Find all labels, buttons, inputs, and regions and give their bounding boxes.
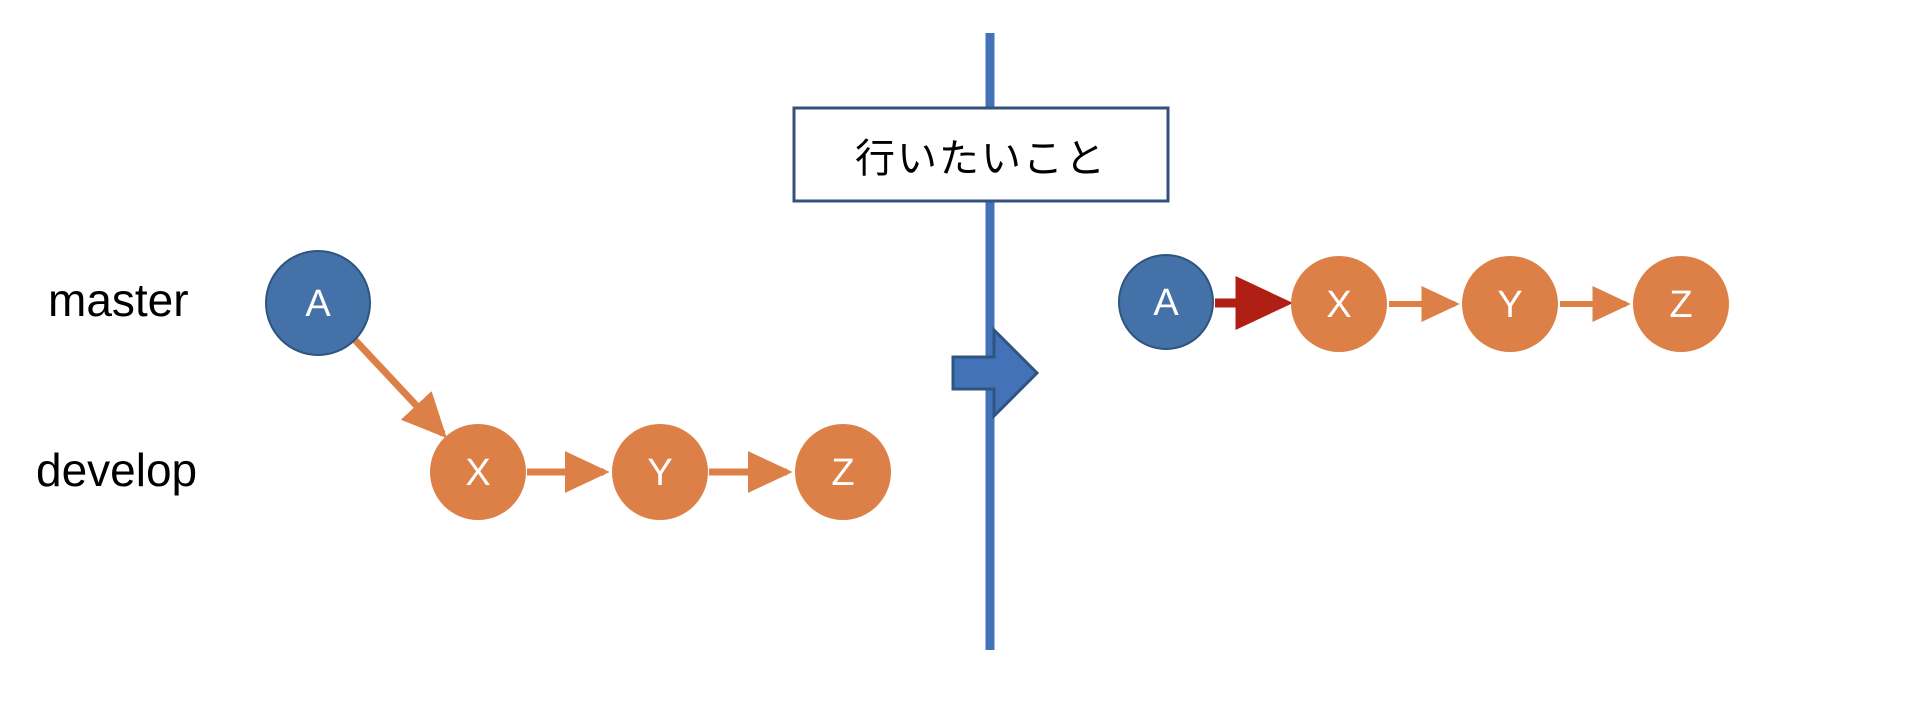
edge-a-to-x-before xyxy=(352,337,447,439)
branch-label-master: master xyxy=(48,274,189,326)
commit-node-a-after-label: A xyxy=(1153,282,1179,324)
commit-node-a-before[interactable]: A xyxy=(265,250,371,356)
commit-node-x-before-label: X xyxy=(465,452,490,494)
commit-node-z-before-label: Z xyxy=(831,452,854,494)
commit-node-y-after[interactable]: Y xyxy=(1462,256,1558,352)
commit-node-z-after-label: Z xyxy=(1669,284,1692,326)
before-graph: A X Y Z xyxy=(265,250,891,520)
commit-node-y-before[interactable]: Y xyxy=(612,424,708,520)
commit-node-a-after[interactable]: A xyxy=(1118,254,1214,350)
commit-node-x-after-label: X xyxy=(1326,284,1351,326)
branch-label-develop: develop xyxy=(36,444,198,496)
commit-node-a-before-label: A xyxy=(305,283,331,325)
commit-node-y-after-label: Y xyxy=(1497,284,1522,326)
commit-node-z-after[interactable]: Z xyxy=(1633,256,1729,352)
commit-node-x-after[interactable]: X xyxy=(1291,256,1387,352)
right-block-arrow-icon xyxy=(951,326,1040,420)
after-graph: A X Y Z xyxy=(1118,254,1729,352)
commit-node-x-before[interactable]: X xyxy=(430,424,526,520)
commit-node-z-before[interactable]: Z xyxy=(795,424,891,520)
commit-node-y-before-label: Y xyxy=(647,452,672,494)
callout-box xyxy=(792,106,1170,203)
